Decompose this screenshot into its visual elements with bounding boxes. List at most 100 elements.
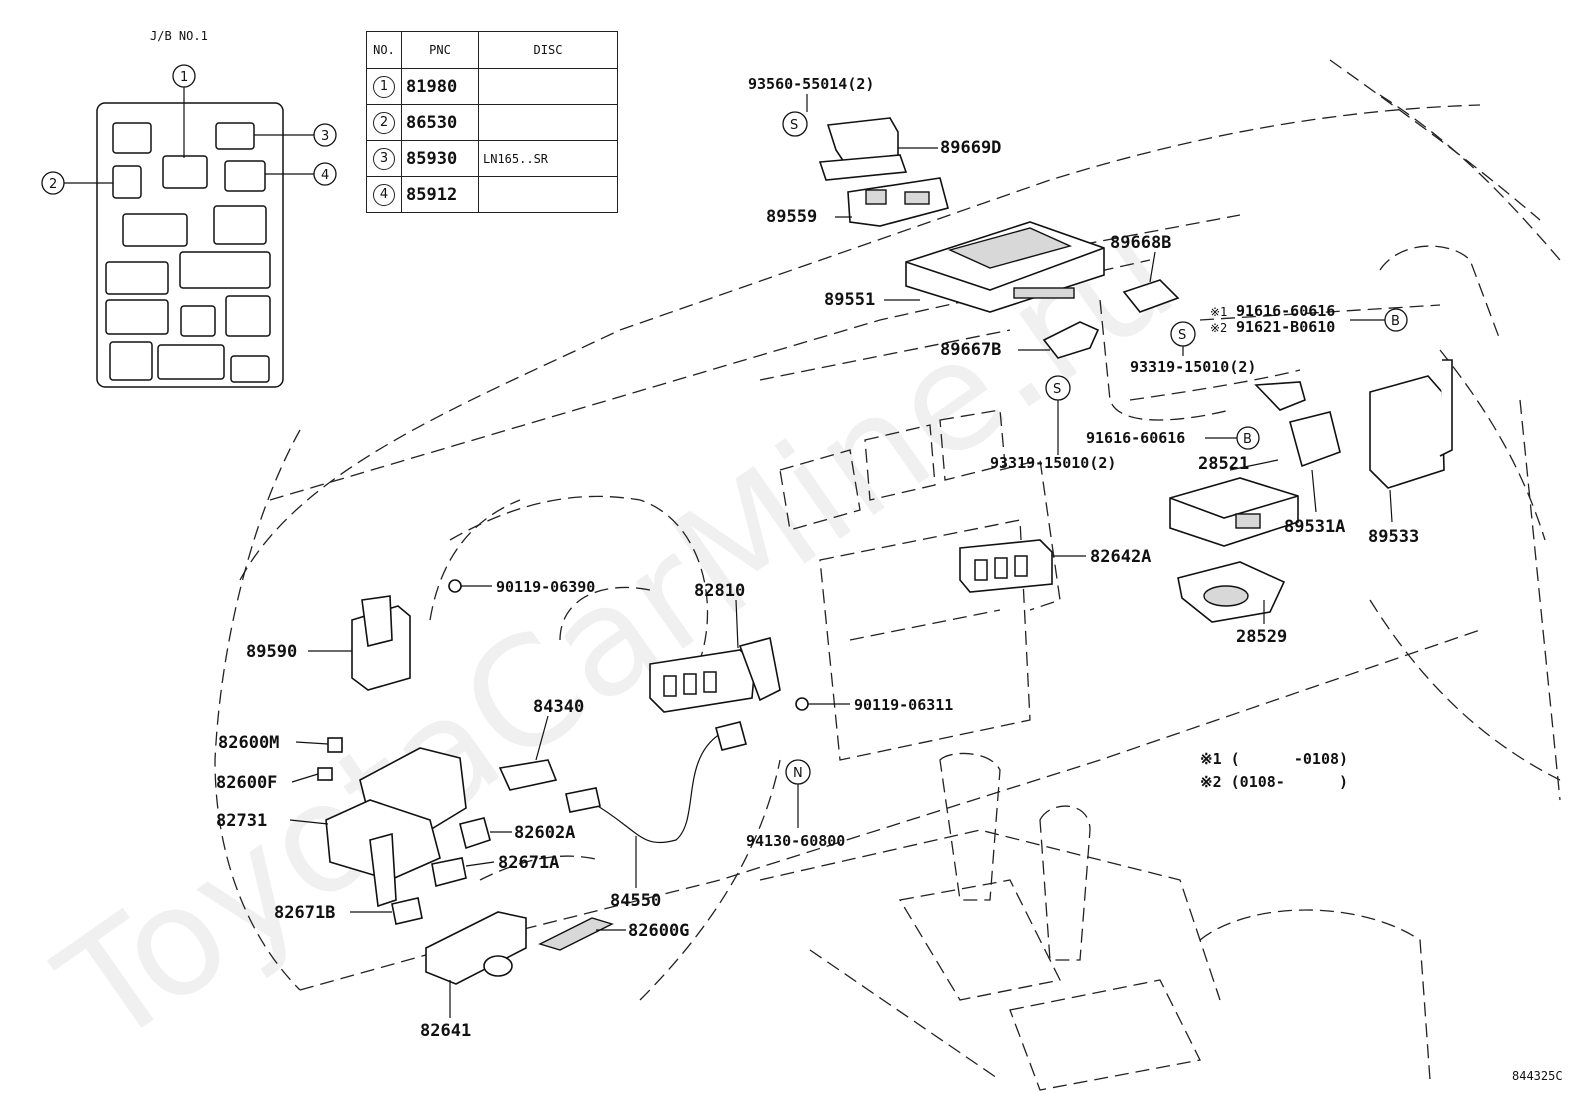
label-89533: 89533 <box>1368 527 1419 547</box>
dashboard-outline <box>214 59 1561 1091</box>
svg-text:S: S <box>790 118 798 133</box>
row-number: 4 <box>373 184 395 206</box>
label-28521: 28521 <box>1198 454 1249 474</box>
label-89667B: 89667B <box>940 340 1001 360</box>
callout-4: 4 <box>321 168 329 183</box>
callout-1: 1 <box>180 70 188 85</box>
disc-value: LN165..SR <box>478 140 618 177</box>
label-84550: 84550 <box>610 891 661 911</box>
svg-text:B: B <box>1243 432 1252 447</box>
label-28529: 28529 <box>1236 627 1287 647</box>
row-number: 2 <box>373 112 395 134</box>
label-82810: 82810 <box>694 581 745 601</box>
part-84550 <box>565 721 747 844</box>
table-row: 2 86530 <box>366 104 618 141</box>
symbol-s-3: S <box>1045 375 1071 401</box>
part-89669D <box>818 117 908 181</box>
table-row: 1 81980 <box>366 68 618 105</box>
part-82810 <box>649 637 781 713</box>
callout-2: 2 <box>49 177 57 192</box>
svg-text:S: S <box>1053 382 1061 397</box>
part-82671A <box>431 857 467 887</box>
row-number: 3 <box>373 148 395 170</box>
part-28529 <box>1177 561 1286 623</box>
note-2: ※2 (0108- ) <box>1200 773 1348 791</box>
label-93560-55014: 93560-55014(2) <box>748 75 874 93</box>
part-82600F <box>317 767 333 781</box>
label-89551: 89551 <box>824 290 875 310</box>
part-82602A <box>459 817 491 850</box>
symbol-b-2: B <box>1236 426 1260 450</box>
label-82600F: 82600F <box>216 773 277 793</box>
watermark: ToyotaCarMine.ru <box>30 185 1204 1080</box>
part-89531A <box>1254 381 1341 468</box>
label-89590: 89590 <box>246 642 297 662</box>
part-82600G <box>538 917 614 951</box>
label-93319-15010-a: 93319-15010(2) <box>1130 358 1256 376</box>
part-82600M <box>327 737 343 753</box>
callout-3: 3 <box>321 129 329 144</box>
svg-text:S: S <box>1178 328 1186 343</box>
label-89668B: 89668B <box>1110 233 1171 253</box>
part-82641 <box>425 911 527 985</box>
part-82671B <box>391 897 423 925</box>
label-82731: 82731 <box>216 811 267 831</box>
part-89668B <box>1122 279 1180 313</box>
col-no-header: NO. <box>366 31 402 69</box>
junction-block: J/B NO.1 1 2 3 4 <box>41 29 337 388</box>
label-82600M: 82600M <box>218 733 279 753</box>
disc-value <box>478 104 618 141</box>
part-82731 <box>325 747 467 908</box>
pnc-value: 85912 <box>401 176 479 213</box>
part-89559 <box>847 177 949 227</box>
part-89590 <box>351 595 411 691</box>
table-row: 3 85930 LN165..SR <box>366 140 618 177</box>
pnc-value: 85930 <box>401 140 479 177</box>
symbol-b-1: B <box>1384 308 1408 332</box>
part-28521 <box>1169 477 1299 547</box>
part-89551 <box>905 221 1105 313</box>
label-82671B: 82671B <box>274 903 335 923</box>
part-89533 <box>1369 359 1453 489</box>
leaders <box>289 94 1393 1018</box>
label-82600G: 82600G <box>628 921 689 941</box>
part-84340 <box>498 759 558 791</box>
note-1: ※1 ( -0108) <box>1200 750 1348 768</box>
label-93319-15010-b: 93319-15010(2) <box>990 454 1116 472</box>
label-91616-60616-b: 91616-60616 <box>1086 429 1185 447</box>
figure-code: 844325C <box>1512 1069 1563 1083</box>
symbol-s-1: S <box>782 111 808 137</box>
label-91616-60616-a: 91616-60616 <box>1236 302 1335 320</box>
symbol-n: N <box>785 759 811 785</box>
part-labels: 93560-55014(2) 89669D 89559 89551 89668B… <box>216 75 1419 1041</box>
label-90119-06390: 90119-06390 <box>496 578 595 596</box>
svg-text:B: B <box>1391 314 1400 329</box>
bolt-90119-06311 <box>795 697 809 711</box>
label-82641: 82641 <box>420 1021 471 1041</box>
symbol-s-2: S <box>1170 321 1196 347</box>
table-row: 4 85912 <box>366 176 618 213</box>
pnc-table: NO. PNC DISC 1 81980 2 86530 3 85930 LN1… <box>366 31 618 213</box>
label-91621-B0610: 91621-B0610 <box>1236 318 1335 336</box>
bolt-90119-06390 <box>448 579 462 593</box>
jb-title: J/B NO.1 <box>150 29 208 43</box>
label-89669D: 89669D <box>940 138 1001 158</box>
label-84340: 84340 <box>533 697 584 717</box>
pnc-table-header: NO. PNC DISC <box>366 31 618 69</box>
part-82642A <box>959 539 1053 593</box>
disc-value <box>478 68 618 105</box>
part-89667B <box>1042 321 1100 359</box>
disc-value <box>478 176 618 213</box>
mark-1: ※1 <box>1210 305 1227 319</box>
label-94130-60800: 94130-60800 <box>746 832 845 850</box>
col-pnc-header: PNC <box>401 31 479 69</box>
label-89559: 89559 <box>766 207 817 227</box>
label-89531A: 89531A <box>1284 517 1345 537</box>
mark-2: ※2 <box>1210 321 1227 335</box>
row-number: 1 <box>373 76 395 98</box>
svg-text:N: N <box>793 766 803 781</box>
label-90119-06311: 90119-06311 <box>854 696 953 714</box>
label-82602A: 82602A <box>514 823 575 843</box>
label-82642A: 82642A <box>1090 547 1151 567</box>
